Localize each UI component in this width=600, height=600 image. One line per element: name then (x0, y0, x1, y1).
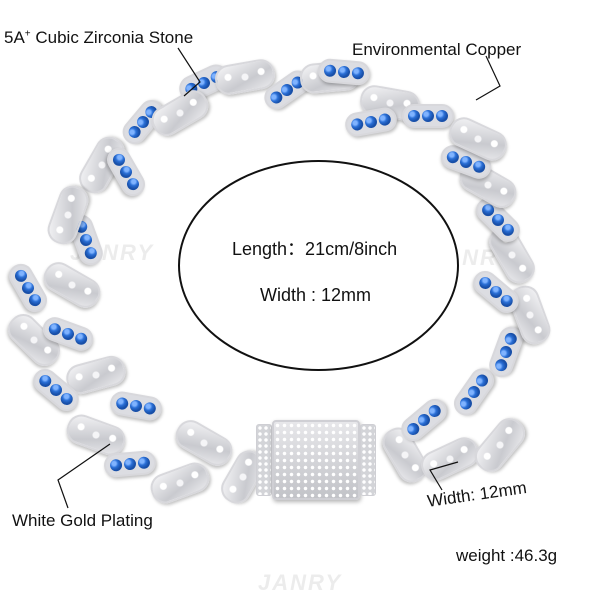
weight-label: weight :46.3g (456, 546, 558, 565)
length-spec: Length：21cm/8inch (232, 239, 398, 259)
clasp-bar (360, 424, 376, 496)
width-spec: Width : 12mm (260, 285, 372, 305)
watermark: JANRY (258, 570, 343, 595)
blue-stone-link (402, 104, 454, 128)
plating-label: White Gold Plating (12, 511, 153, 530)
stone-label: 5A+ Cubic Zirconia Stone (4, 28, 194, 47)
spec-ellipse (178, 160, 459, 371)
clasp-bar (256, 424, 272, 496)
box-clasp (272, 420, 360, 500)
material-label: Environmental Copper (352, 40, 522, 59)
